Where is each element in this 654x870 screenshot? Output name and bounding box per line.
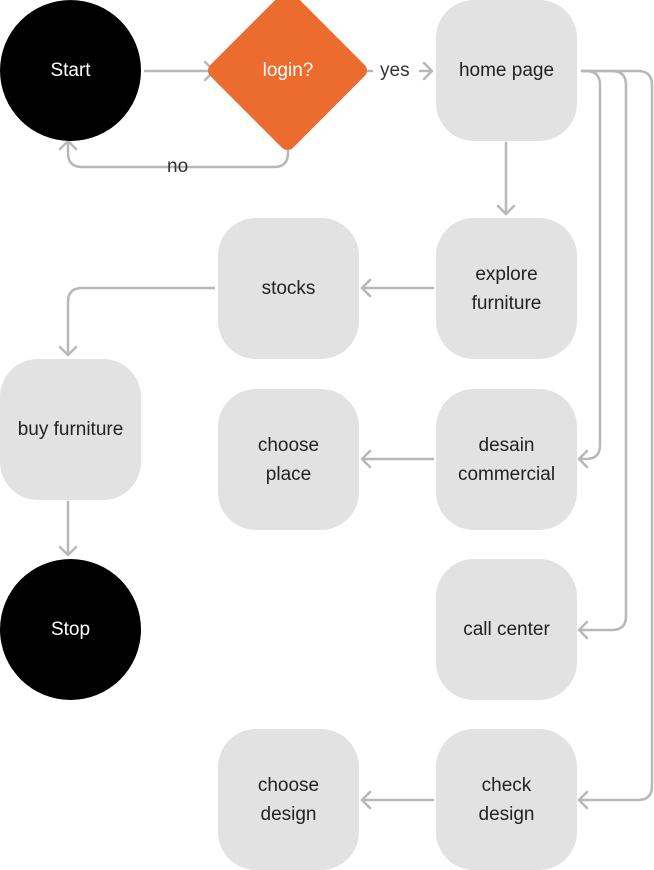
check-design-label-line1: check [481, 774, 532, 796]
desain-label-line1: desain [478, 434, 535, 456]
arrow-home-to-callcenter [577, 69, 628, 640]
home-page-node: home page [436, 0, 577, 141]
choose-place-label-line2: place [265, 463, 312, 485]
arrow-check-to-choosedesign [360, 790, 435, 810]
call-center-node: call center [436, 559, 577, 700]
choose-design-label-line2: design [260, 803, 317, 825]
start-label: Start [50, 60, 91, 81]
buy-furniture-node: buy furniture [0, 359, 141, 500]
explore-furniture-node: explore furniture [436, 218, 577, 359]
explore-label-line1: explore [475, 263, 538, 285]
edge-label-yes: yes [380, 60, 410, 81]
check-design-node: check design [436, 729, 577, 870]
arrow-explore-to-stocks [360, 278, 435, 298]
choose-place-node: choose place [218, 389, 359, 530]
arrow-start-to-login [143, 60, 216, 82]
arrow-buy-to-stop [58, 500, 78, 557]
home-page-label: home page [458, 60, 555, 81]
arrow-desain-to-place [360, 449, 435, 469]
desain-commercial-node: desain commercial [436, 389, 577, 530]
explore-label-line2: furniture [471, 292, 542, 314]
edge-label-no: no [167, 156, 189, 177]
arrow-home-to-check [577, 69, 654, 810]
desain-label-line2: commercial [457, 463, 556, 485]
choose-place-label-line1: choose [257, 434, 320, 456]
buy-furniture-label: buy furniture [17, 419, 124, 440]
stop-node: Stop [0, 559, 141, 700]
check-design-label-line2: design [478, 803, 535, 825]
arrow-home-to-desain [577, 69, 602, 469]
choose-design-node: choose design [218, 729, 359, 870]
call-center-label: call center [463, 619, 550, 640]
arrow-home-to-explore [496, 141, 516, 216]
login-decision-label: login? [262, 60, 314, 81]
choose-design-label-line1: choose [257, 774, 320, 796]
arrow-login-to-start [58, 139, 290, 169]
start-node: Start [0, 0, 141, 141]
stop-label: Stop [50, 619, 91, 640]
stocks-node: stocks [218, 218, 359, 359]
arrow-stocks-to-buy [58, 286, 216, 357]
stocks-label: stocks [261, 278, 316, 299]
